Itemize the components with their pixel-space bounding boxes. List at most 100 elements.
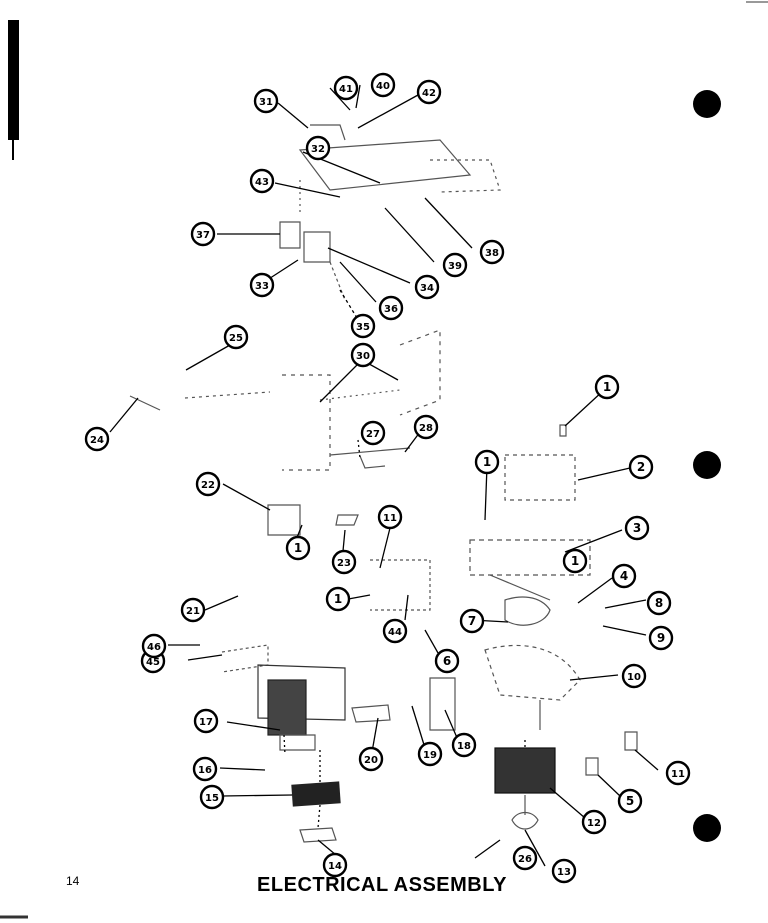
grille-plate <box>291 781 341 807</box>
callout-circle <box>417 741 443 767</box>
callout-circle <box>414 274 440 300</box>
callout-circle <box>551 858 577 884</box>
leader-lines <box>109 84 659 867</box>
callout-circle <box>223 324 249 350</box>
callout-1: 1 <box>562 548 588 574</box>
binder-hole-top <box>693 90 721 118</box>
callout-12: 12 <box>581 809 607 835</box>
callout-28: 28 <box>413 414 439 440</box>
callout-number: 3 <box>633 521 641 535</box>
callout-circle <box>350 342 376 368</box>
callout-circle <box>562 548 588 574</box>
callout-circle <box>350 313 376 339</box>
callout-number: 1 <box>571 554 579 568</box>
callout-number: 41 <box>339 84 353 95</box>
caption-text: ELECTRICAL ASSEMBLY <box>257 874 507 896</box>
callout-number: 40 <box>376 81 390 92</box>
callout-9: 9 <box>648 625 674 651</box>
callout-number: 44 <box>388 627 402 638</box>
callout-1: 1 <box>594 374 620 400</box>
callout-circle <box>195 471 221 497</box>
callout-number: 4 <box>620 569 628 583</box>
callout-circle <box>581 809 607 835</box>
callout-circle <box>331 549 357 575</box>
callout-21: 21 <box>180 597 206 623</box>
callout-circle <box>459 608 485 634</box>
callout-number: 14 <box>328 861 342 872</box>
callout-number: 18 <box>457 741 471 752</box>
callout-16: 16 <box>192 756 218 782</box>
callout-number: 13 <box>557 867 571 878</box>
callout-3: 3 <box>624 515 650 541</box>
callout-5: 5 <box>617 788 643 814</box>
callout-number: 20 <box>364 755 378 766</box>
callout-11: 11 <box>665 760 691 786</box>
callout-15: 15 <box>199 784 225 810</box>
callout-26: 26 <box>512 845 538 871</box>
callout-circle <box>413 414 439 440</box>
callout-number: 8 <box>655 596 663 610</box>
binder-hole-middle <box>693 451 721 479</box>
callout-number: 23 <box>337 558 351 569</box>
callout-circle <box>285 535 311 561</box>
callout-37: 37 <box>190 221 216 247</box>
callout-number: 30 <box>356 351 370 362</box>
callout-number: 39 <box>448 261 462 272</box>
callout-circle <box>648 625 674 651</box>
page-number: 14 <box>66 874 80 888</box>
callout-circle <box>253 88 279 114</box>
callout-number: 7 <box>468 614 476 628</box>
callout-circle <box>594 374 620 400</box>
callout-number: 1 <box>334 592 342 606</box>
callout-circle <box>190 221 216 247</box>
callout-circle <box>382 618 408 644</box>
callout-18: 18 <box>451 732 477 758</box>
callout-circle <box>512 845 538 871</box>
callout-19: 19 <box>417 741 443 767</box>
callout-circle <box>479 239 505 265</box>
callout-1: 1 <box>325 586 351 612</box>
callout-circle <box>451 732 477 758</box>
callout-11: 11 <box>377 504 403 530</box>
callout-circle <box>434 648 460 674</box>
callout-34: 34 <box>414 274 440 300</box>
callout-circle <box>377 504 403 530</box>
callout-number: 33 <box>255 281 269 292</box>
callout-number: 24 <box>90 435 104 446</box>
callout-number: 11 <box>671 769 685 780</box>
callout-number: 17 <box>199 717 213 728</box>
callout-circle <box>360 420 386 446</box>
callout-22: 22 <box>195 471 221 497</box>
callout-number: 37 <box>196 230 210 241</box>
callout-number: 32 <box>311 144 325 155</box>
callout-circle <box>325 586 351 612</box>
callout-1: 1 <box>474 449 500 475</box>
callout-17: 17 <box>193 708 219 734</box>
callout-circle <box>474 449 500 475</box>
callout-number: 16 <box>198 765 212 776</box>
callout-number: 19 <box>423 750 437 761</box>
callout-42: 42 <box>416 79 442 105</box>
callout-44: 44 <box>382 618 408 644</box>
callout-circle <box>624 515 650 541</box>
callout-41: 41 <box>333 75 359 101</box>
callout-number: 27 <box>366 429 380 440</box>
callout-number: 43 <box>255 177 269 188</box>
callout-circle <box>665 760 691 786</box>
callout-8: 8 <box>646 590 672 616</box>
callout-number: 46 <box>147 642 161 653</box>
callout-number: 36 <box>384 304 398 315</box>
callout-number: 38 <box>485 248 499 259</box>
callout-circle <box>305 135 331 161</box>
callout-number: 28 <box>419 423 433 434</box>
callout-circle <box>628 454 654 480</box>
callout-25: 25 <box>223 324 249 350</box>
callout-14: 14 <box>322 852 348 878</box>
callout-30: 30 <box>350 342 376 368</box>
binding-edge-bar <box>8 20 19 140</box>
callout-number: 1 <box>603 380 611 394</box>
callout-circle <box>180 597 206 623</box>
callout-2: 2 <box>628 454 654 480</box>
callout-36: 36 <box>378 295 404 321</box>
